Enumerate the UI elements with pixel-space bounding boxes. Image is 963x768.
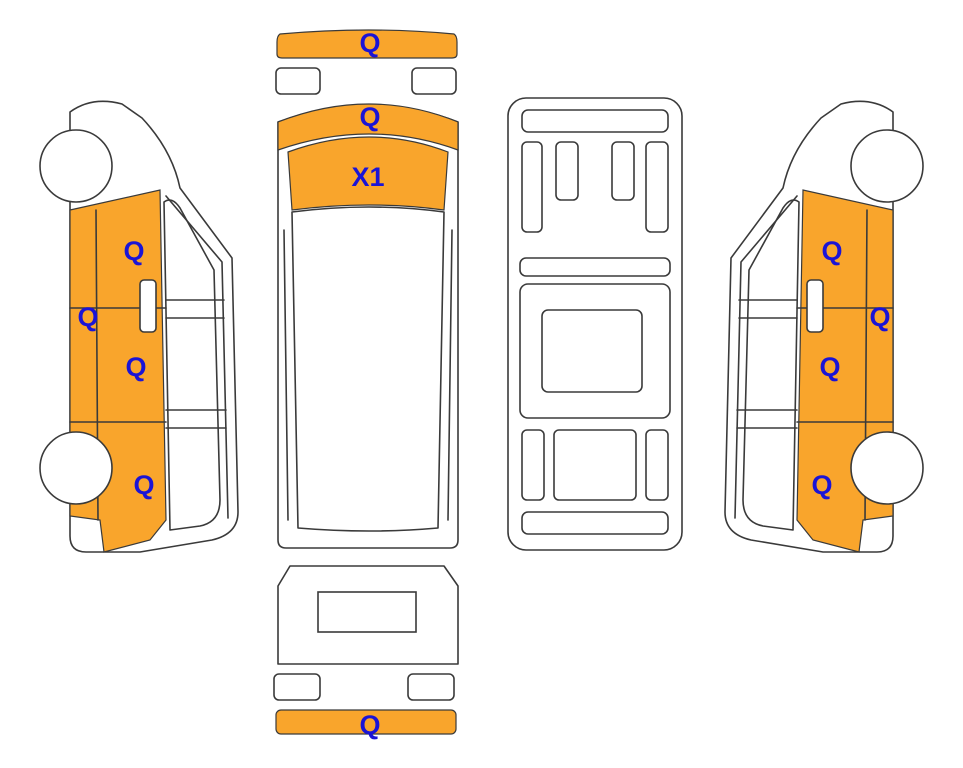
right-side-view	[724, 100, 924, 553]
label-left-rear-door: Q	[133, 470, 154, 500]
windshield-panel[interactable]	[287, 136, 449, 211]
headlight-left	[275, 67, 321, 95]
roof-outline	[291, 206, 445, 532]
label-right-rear-door: Q	[811, 470, 832, 500]
underbody-front-bar	[521, 109, 669, 133]
label-windshield: X1	[351, 162, 384, 192]
underbody-rail-4	[645, 141, 669, 233]
left-rear-wheel	[39, 431, 113, 505]
taillight-right	[407, 673, 455, 701]
label-left-front-fender: Q	[123, 236, 144, 266]
underbody-rear-bar	[521, 511, 669, 535]
label-right-front-fender: Q	[821, 236, 842, 266]
right-front-wheel	[850, 129, 924, 203]
label-left-front-door: Q	[125, 352, 146, 382]
underbody-rail-2	[555, 141, 579, 201]
underbody-tank	[541, 309, 643, 393]
rear-window	[317, 591, 417, 633]
label-rear-bumper: Q	[359, 710, 380, 740]
right-mirror	[806, 279, 824, 333]
hood-panel[interactable]	[277, 103, 459, 151]
right-window-bars	[736, 299, 798, 429]
underbody-mid-bar	[519, 257, 671, 277]
left-side-view	[39, 100, 239, 553]
top-side-line-left	[283, 229, 289, 521]
left-body-outline	[69, 100, 239, 553]
label-front-bumper: Q	[359, 28, 380, 58]
underbody-rear-rail-1	[521, 429, 545, 501]
left-window-bars	[165, 299, 227, 429]
front-bumper-panel[interactable]	[276, 29, 458, 59]
label-right-rocker: Q	[869, 302, 890, 332]
headlight-right	[411, 67, 457, 95]
top-side-line-right	[447, 229, 453, 521]
left-front-wheel	[39, 129, 113, 203]
rear-body	[277, 565, 459, 665]
right-body-outline	[724, 100, 894, 553]
underbody-rear-center	[553, 429, 637, 501]
left-window-frame	[163, 199, 221, 531]
right-window-frame	[742, 199, 800, 531]
underbody-rear-rail-2	[645, 429, 669, 501]
left-mirror	[139, 279, 157, 333]
label-left-rocker: Q	[77, 302, 98, 332]
underbody-rail-1	[521, 141, 543, 233]
right-rear-wheel	[850, 431, 924, 505]
label-right-front-door: Q	[819, 352, 840, 382]
label-hood: Q	[359, 102, 380, 132]
underbody-rail-3	[611, 141, 635, 201]
taillight-left	[273, 673, 321, 701]
rear-bumper-panel[interactable]	[275, 709, 457, 735]
